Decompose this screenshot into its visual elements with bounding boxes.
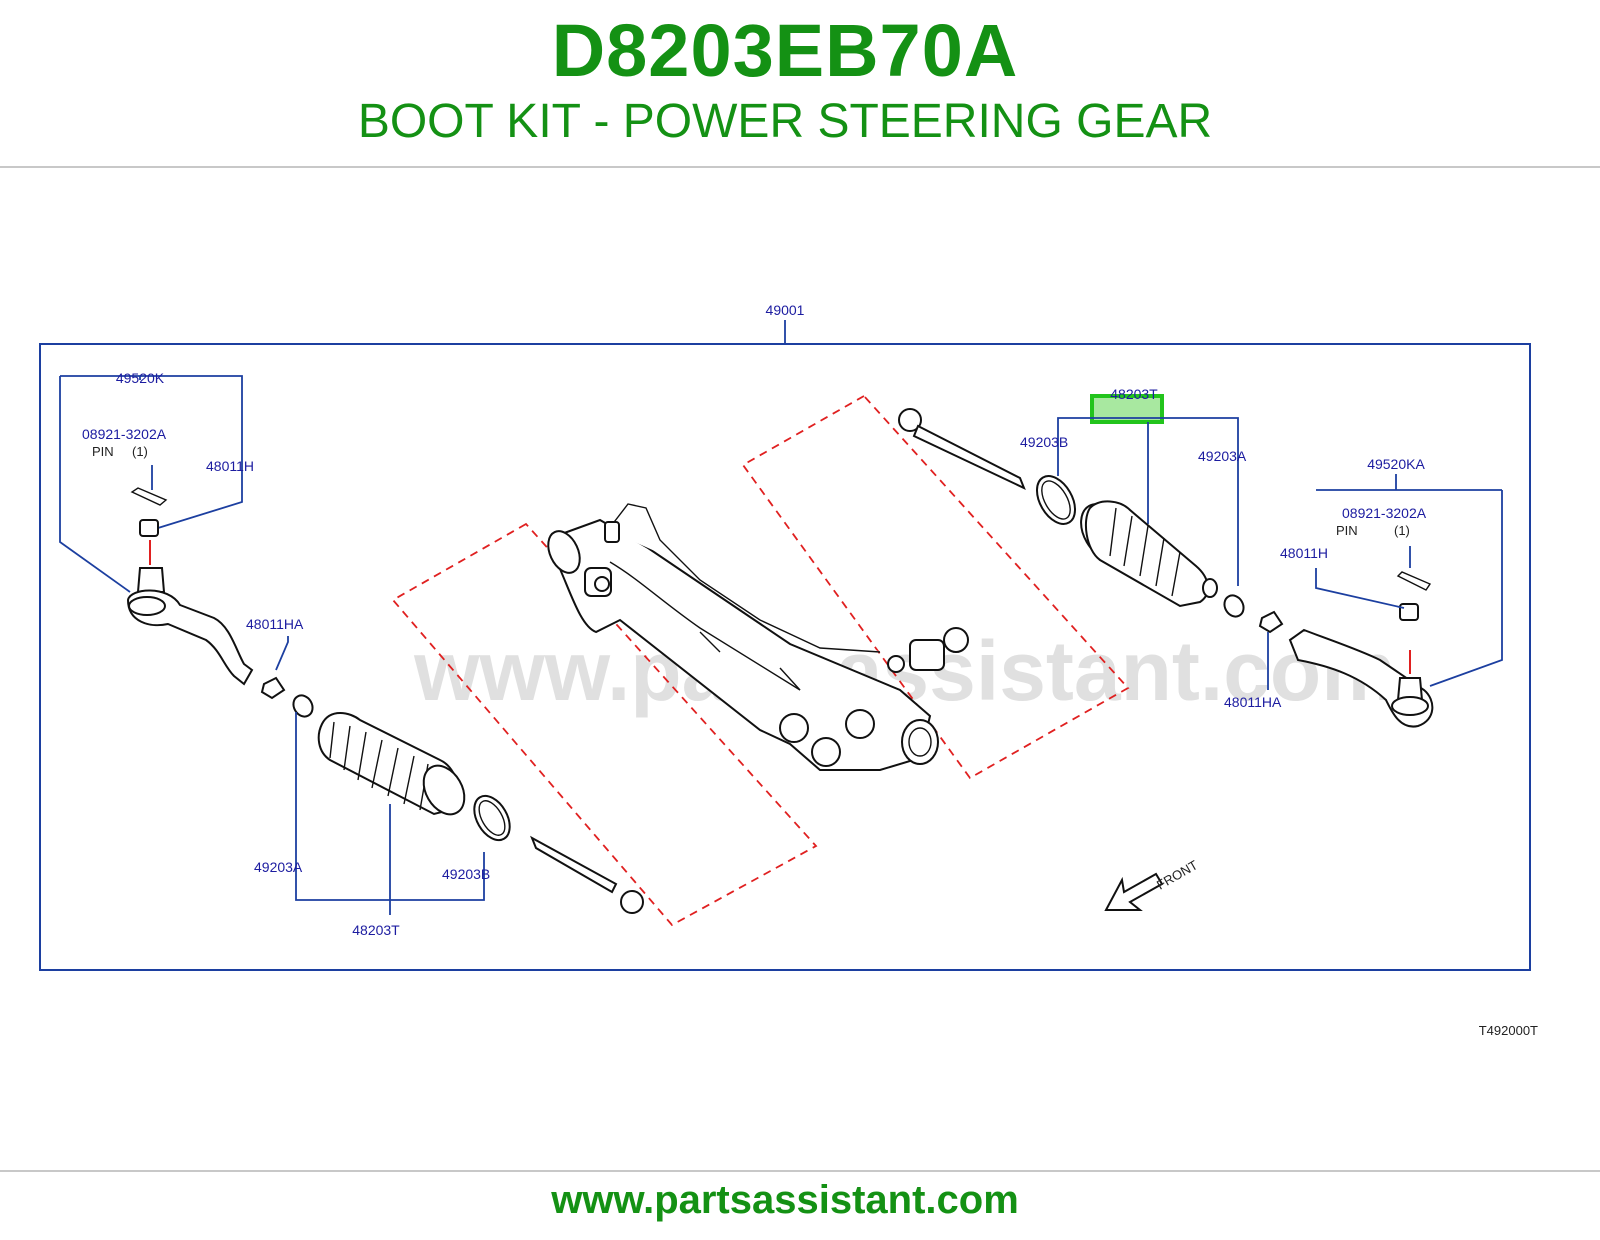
header-divider: [0, 166, 1600, 168]
left-small-clamp-icon[interactable]: [290, 692, 317, 720]
part-description: BOOT KIT - POWER STEERING GEAR: [357, 95, 1213, 148]
leader-right-tie-rod-end: [1429, 490, 1503, 687]
left-tie-rod-end-icon[interactable]: [126, 589, 254, 686]
callout-left-48011H[interactable]: 48011H: [206, 458, 254, 474]
right-cotter-pin-icon[interactable]: [1396, 571, 1432, 591]
callout-right-49203A[interactable]: 49203A: [1198, 448, 1247, 464]
left-ball-stud-icon[interactable]: [136, 567, 166, 593]
right-castle-nut-icon[interactable]: [1399, 603, 1419, 621]
callout-left-49203A[interactable]: 49203A: [254, 859, 303, 875]
callout-right-48011H[interactable]: 48011H: [1280, 545, 1328, 561]
right-pin-qty: (1): [1394, 523, 1410, 538]
callout-49520K[interactable]: 49520K: [116, 370, 165, 386]
left-inner-tie-rod-icon[interactable]: [530, 835, 644, 914]
callout-right-pin-part[interactable]: 08921-3202A: [1342, 505, 1427, 521]
callout-49520KA[interactable]: 49520KA: [1367, 456, 1425, 472]
front-direction-arrow-icon: [1104, 872, 1164, 911]
right-lock-nut-icon[interactable]: [1258, 610, 1284, 634]
left-pin-text: PIN: [92, 444, 114, 459]
left-castle-nut-icon[interactable]: [139, 519, 159, 537]
callout-right-48011HA[interactable]: 48011HA: [1224, 694, 1282, 710]
right-inner-tie-rod-icon[interactable]: [898, 408, 1026, 490]
leader-left-nut: [60, 375, 243, 529]
left-lock-nut-icon[interactable]: [260, 676, 286, 700]
right-small-clamp-icon[interactable]: [1221, 592, 1248, 620]
callout-left-pin-part[interactable]: 08921-3202A: [82, 426, 167, 442]
left-steering-boot-icon[interactable]: [317, 712, 473, 822]
callout-right-48203T[interactable]: 48203T: [1110, 386, 1158, 402]
footer-url-link[interactable]: www.partsassistant.com: [551, 1178, 1019, 1222]
callout-right-49203B[interactable]: 49203B: [1020, 434, 1068, 450]
right-steering-boot-icon[interactable]: [1072, 496, 1218, 608]
drawing-code: T492000T: [1479, 1023, 1538, 1038]
callout-left-49203B[interactable]: 49203B: [442, 866, 490, 882]
callout-left-48203T[interactable]: 48203T: [352, 922, 400, 938]
left-pin-qty: (1): [132, 444, 148, 459]
part-number-title: D8203EB70A: [551, 9, 1019, 92]
leader-right-clamps: [1057, 417, 1239, 586]
footer-divider: [0, 1170, 1600, 1172]
left-cotter-pin-icon[interactable]: [130, 487, 168, 506]
leader-left-tie-rod-end: [59, 376, 131, 593]
leader-right-nut: [1315, 568, 1405, 609]
front-label: FRONT: [1154, 857, 1200, 892]
page-header: D8203EB70A BOOT KIT - POWER STEERING GEA…: [0, 0, 1600, 168]
callout-49001[interactable]: 49001: [766, 302, 805, 318]
leader-left-48011HA: [275, 636, 289, 671]
left-rack-subassembly-outline: [391, 522, 818, 927]
callout-left-48011HA[interactable]: 48011HA: [246, 616, 304, 632]
right-pin-text: PIN: [1336, 523, 1358, 538]
steering-gear-rack-housing-icon[interactable]: [542, 503, 969, 771]
right-rack-subassembly-outline: [741, 394, 1130, 780]
